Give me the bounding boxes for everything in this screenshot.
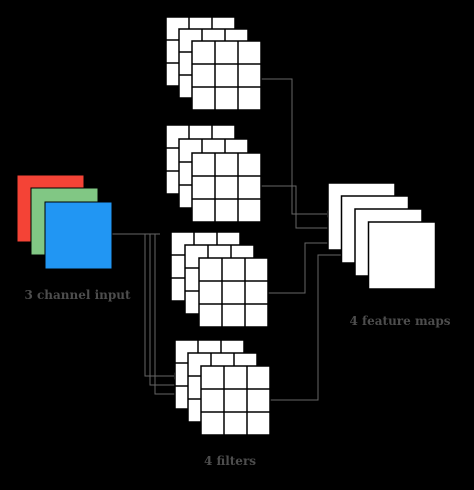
input-label: 3 channel input — [24, 288, 131, 302]
filter-stacks — [165, 16, 271, 436]
filter-2-to-map-line — [258, 185, 346, 232]
feature-map-4 — [367, 221, 437, 290]
input-channel-3 — [44, 201, 113, 270]
filter-1-to-map-line — [258, 78, 334, 218]
filter-3-kernel-3 — [198, 257, 269, 328]
connector-lines — [112, 78, 369, 401]
feature-maps-label: 4 feature maps — [349, 314, 451, 328]
filter-stack-2 — [165, 124, 262, 223]
filter-stack-3 — [170, 231, 269, 328]
filter-kernel-border — [198, 257, 269, 328]
filter-4-kernel-3 — [200, 365, 271, 436]
input-to-filter-4-line-a — [144, 234, 181, 380]
filter-kernel-border — [191, 40, 262, 111]
filter-kernel-border — [200, 365, 271, 436]
filter-1-kernel-3 — [191, 40, 262, 111]
feature-maps — [327, 182, 437, 290]
filter-2-kernel-3 — [191, 152, 262, 223]
filters-label: 4 filters — [203, 454, 257, 468]
input-channels — [16, 174, 113, 270]
filter-stack-1 — [165, 16, 262, 111]
filter-stack-4 — [174, 339, 271, 436]
filter-kernel-border — [191, 152, 262, 223]
